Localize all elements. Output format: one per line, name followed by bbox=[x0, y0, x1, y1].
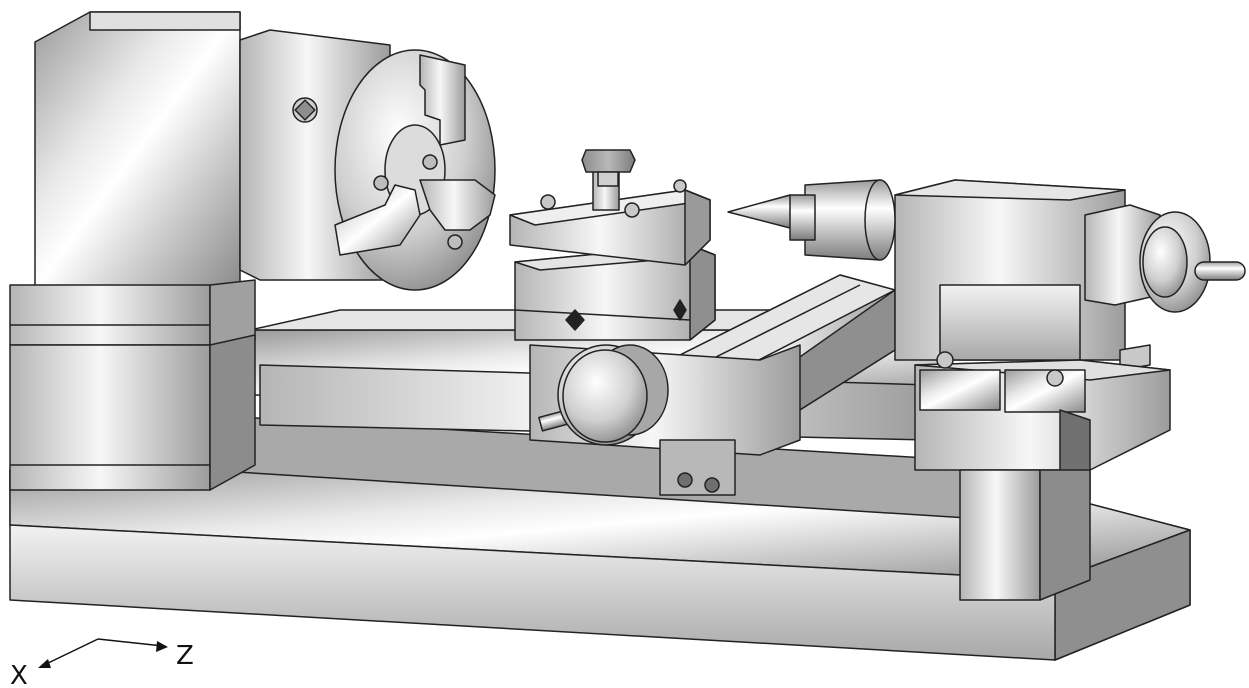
z-axis-arrowhead bbox=[156, 641, 168, 652]
tool-post bbox=[509, 149, 711, 266]
z-axis-label: Z bbox=[176, 641, 194, 671]
axis-indicator: Z X bbox=[10, 638, 194, 688]
headstock bbox=[9, 11, 256, 491]
carriage-handwheel bbox=[538, 344, 669, 446]
x-axis-arrow-line bbox=[43, 638, 99, 666]
three-jaw-chuck bbox=[239, 29, 496, 291]
x-axis-arrowhead bbox=[38, 659, 51, 668]
z-axis-arrow-line bbox=[97, 638, 164, 647]
tailstock bbox=[727, 179, 1246, 371]
x-axis-label: X bbox=[10, 661, 28, 688]
tailstock-base bbox=[914, 351, 1171, 601]
